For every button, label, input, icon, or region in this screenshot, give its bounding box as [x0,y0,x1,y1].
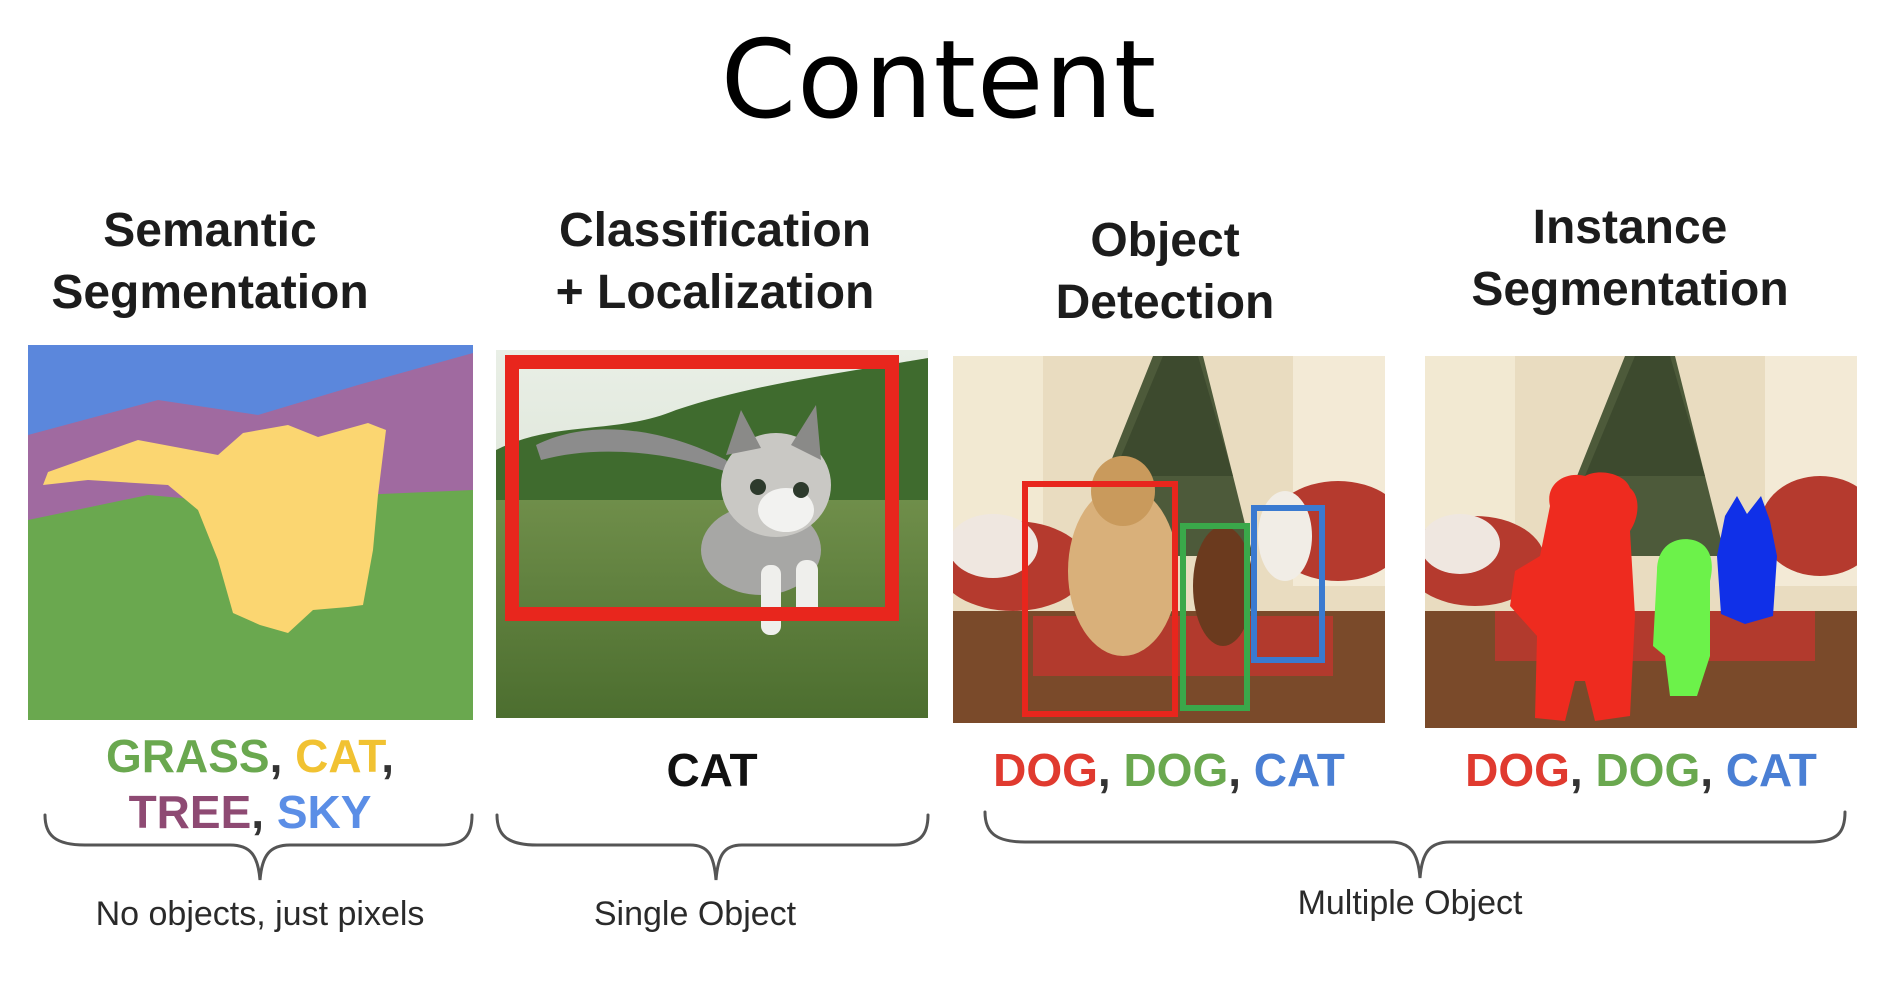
heading-line: Segmentation [1440,259,1820,321]
semantic-segmentation-image [28,345,473,720]
heading-line: Segmentation [20,262,400,324]
heading-line: Object [1000,210,1330,272]
brace-classification [497,815,928,880]
label-dog: DOG [1595,744,1700,796]
caption-single-object: Single Object [495,895,895,934]
classification-label: CAT [496,742,928,798]
heading-semantic-segmentation: Semantic Segmentation [20,200,400,324]
heading-line: Classification [500,200,930,262]
caption-multiple-object: Multiple Object [1200,884,1620,923]
label-separator: , [270,730,296,782]
brace-multiple [985,812,1845,878]
label-cat: CAT [295,730,381,782]
heading-line: Instance [1440,197,1820,259]
brace-semantic [45,815,472,880]
heading-line: Semantic [20,200,400,262]
semantic-labels-line1: GRASS, CAT, [20,728,480,784]
object-detection-image [953,356,1385,723]
heading-object-detection: Object Detection [1000,210,1330,334]
label-cat: CAT [1254,744,1345,796]
caption-no-objects: No objects, just pixels [40,895,480,934]
label-separator: , [1570,744,1596,796]
label-separator: , [381,730,394,782]
label-cat: CAT [666,744,757,796]
page-title: Content [0,18,1878,143]
label-cat: CAT [1726,744,1817,796]
label-separator: , [1098,744,1124,796]
label-dog: DOG [1123,744,1228,796]
heading-line: Detection [1000,272,1330,334]
detection-labels: DOG, DOG, CAT [953,742,1385,798]
label-dog: DOG [993,744,1098,796]
instance-segmentation-image [1425,356,1857,728]
label-grass: GRASS [106,730,270,782]
heading-instance-segmentation: Instance Segmentation [1440,197,1820,321]
instance-labels: DOG, DOG, CAT [1425,742,1857,798]
heading-classification-localization: Classification + Localization [500,200,930,324]
label-separator: , [1228,744,1254,796]
heading-line: + Localization [500,262,930,324]
classification-image [496,350,928,718]
label-separator: , [1700,744,1726,796]
label-dog: DOG [1465,744,1570,796]
